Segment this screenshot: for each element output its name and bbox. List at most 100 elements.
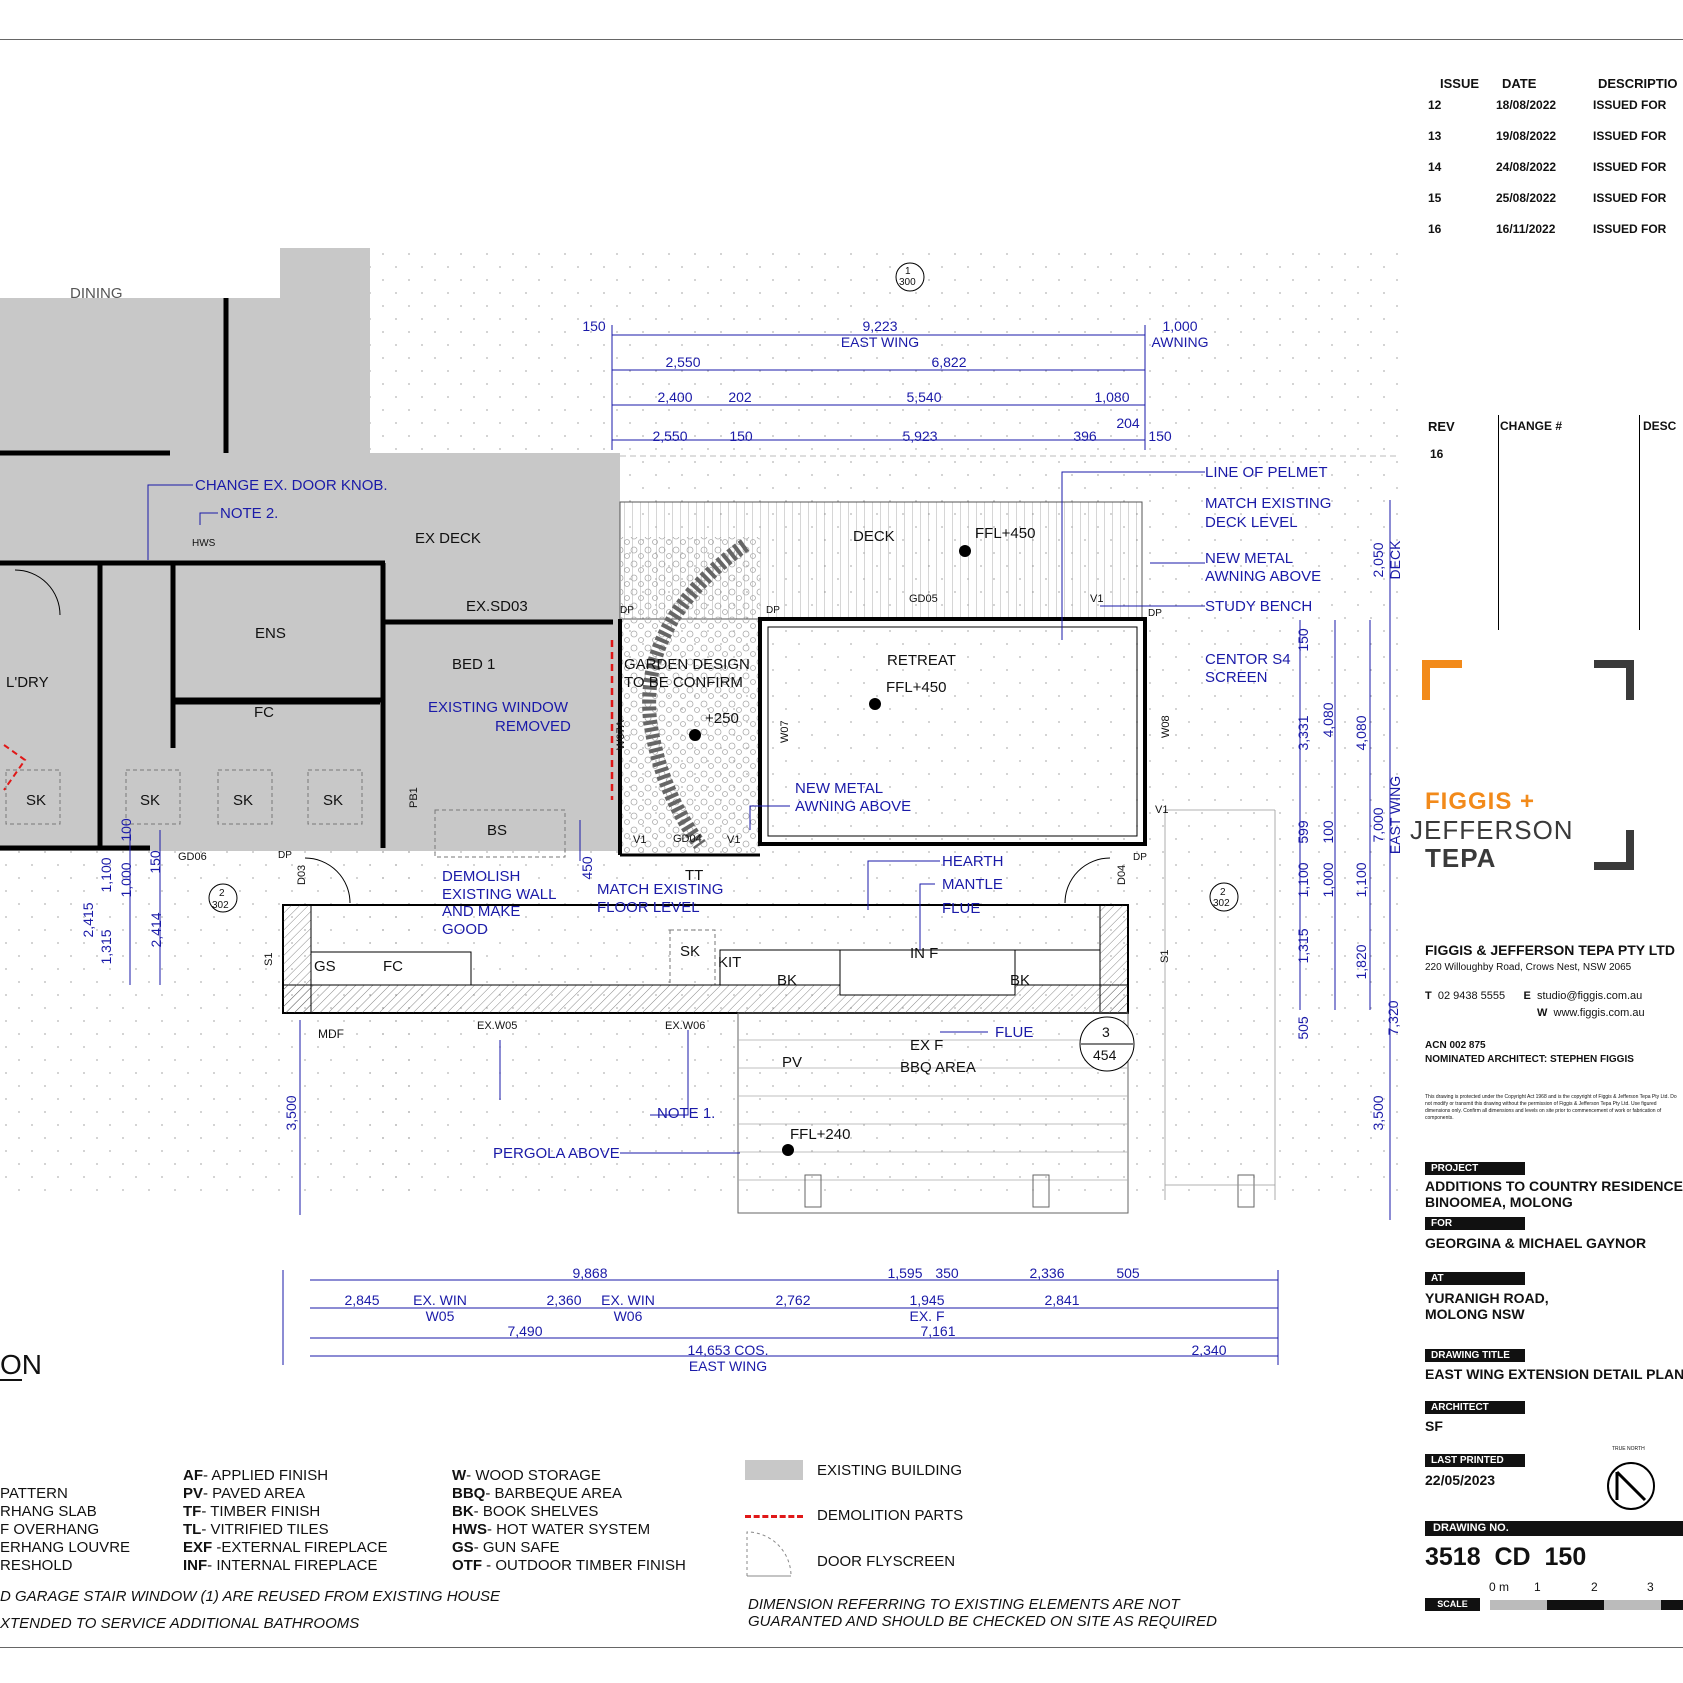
- site-line-2: MOLONG NSW: [1425, 1306, 1525, 1322]
- dim-right-east-wing: EAST WING: [1387, 776, 1403, 854]
- level-markers: [689, 545, 971, 1156]
- client-block: FOR GEORGINA & MICHAEL GAYNOR: [1425, 1213, 1646, 1251]
- tag-ex-w06: EX.W06: [665, 1020, 705, 1032]
- issues-header: DATE: [1502, 76, 1537, 91]
- table-row: 13 19/08/2022 ISSUED FOR: [1428, 129, 1683, 160]
- issue-desc: ISSUED FOR: [1593, 160, 1667, 174]
- room-bed1: BED 1: [452, 656, 495, 673]
- room-kit: KIT: [718, 954, 741, 971]
- dim-right-1100b: 1,100: [1353, 862, 1369, 897]
- project-line-2: BINOOMEA, MOLONG: [1425, 1194, 1573, 1210]
- tag-s1-a: S1: [263, 953, 275, 966]
- tag-dp-4: DP: [1133, 852, 1147, 863]
- dim-bottom-2762: 2,762: [775, 1292, 810, 1308]
- dim-right-505: 505: [1295, 1016, 1311, 1040]
- dim-bottom-east-wing: EAST WING: [689, 1358, 767, 1374]
- demolition-swatch: [745, 1515, 803, 1518]
- change-header: CHANGE #: [1500, 419, 1563, 433]
- table-row: 16 16/11/2022 ISSUED FOR: [1428, 222, 1683, 253]
- dim-left-1315: 1,315: [98, 929, 114, 964]
- phone-label: T: [1425, 990, 1432, 1002]
- dim-right-3331: 3,331: [1295, 715, 1311, 750]
- architect-block: ARCHITECT SF: [1425, 1397, 1525, 1434]
- note-new-awning-1: NEW METAL: [795, 780, 883, 797]
- legend-text: - HOT WATER SYSTEM: [487, 1521, 651, 1538]
- scale-tick-1: 1: [1534, 1580, 1541, 1594]
- issue-date: 24/08/2022: [1496, 160, 1557, 174]
- desc-header: DESC: [1643, 419, 1677, 433]
- note-match-deck-1: MATCH EXISTING: [1205, 495, 1331, 512]
- legend-text: - BARBEQUE AREA: [485, 1485, 623, 1502]
- dim-bottom-1945: 1,945: [909, 1292, 944, 1308]
- legend-code: AF: [183, 1467, 203, 1484]
- dim-left-3500: 3,500: [283, 1095, 299, 1130]
- firm-web: www.figgis.com.au: [1553, 1007, 1645, 1019]
- table-row: 15 25/08/2022 ISSUED FOR: [1428, 191, 1683, 222]
- note-existing-window-2: REMOVED: [495, 718, 571, 735]
- last-printed-value: 22/05/2023: [1425, 1472, 1496, 1488]
- room-pv: PV: [782, 1054, 802, 1071]
- section-2a-top: 2: [219, 888, 225, 899]
- last-printed-block: LAST PRINTED 22/05/2023: [1425, 1450, 1525, 1488]
- label-sk-3: SK: [233, 792, 253, 809]
- tag-d04: D04: [1116, 865, 1128, 885]
- issue-desc: ISSUED FOR: [1593, 222, 1667, 236]
- at-label: AT: [1425, 1272, 1525, 1285]
- dim-bottom-14653: 14,653 COS.: [688, 1342, 769, 1358]
- room-bs: BS: [487, 822, 507, 839]
- section-2b-top: 2: [1220, 887, 1226, 898]
- room-retreat: RETREAT: [887, 652, 956, 669]
- dim-top-396: 396: [1073, 428, 1097, 444]
- dim-right-4080b: 4,080: [1353, 715, 1369, 750]
- dim-top-1080: 1,080: [1094, 389, 1129, 405]
- legend-code: EXF: [183, 1539, 213, 1556]
- label-ex-fireplace: EX F: [910, 1037, 943, 1054]
- legend-text: - VITRIFIED TILES: [201, 1521, 329, 1538]
- plan-title-fragment: ON: [0, 1349, 42, 1380]
- legend-code: GS: [452, 1539, 474, 1556]
- table-row: 12 18/08/2022 ISSUED FOR: [1428, 98, 1683, 129]
- note-pergola: PERGOLA ABOVE: [493, 1145, 620, 1162]
- issue-desc: ISSUED FOR: [1593, 129, 1667, 143]
- tag-v1-a: V1: [1090, 593, 1103, 605]
- issue-desc: ISSUED FOR: [1593, 98, 1667, 112]
- section-markers: [208, 262, 1239, 1072]
- revisions-table: REV CHANGE # DESC 16: [1428, 415, 1683, 630]
- legend-text: - BOOK SHELVES: [473, 1503, 599, 1520]
- legend-text: - APPLIED FINISH: [203, 1467, 329, 1484]
- legend-item: RESHOLD: [0, 1557, 73, 1574]
- dim-right-100: 100: [1320, 820, 1336, 844]
- tag-ex-w05: EX.W05: [477, 1020, 517, 1032]
- firm-phone: 02 9438 5555: [1437, 990, 1506, 1002]
- note-study-bench: STUDY BENCH: [1205, 598, 1312, 615]
- tag-d03: D03: [296, 865, 308, 885]
- firm-acn: ACN 002 875: [1425, 1040, 1486, 1051]
- web-label: W: [1537, 1007, 1548, 1019]
- room-ens: ENS: [255, 625, 286, 642]
- note-mantle: MANTLE: [942, 876, 1003, 893]
- dim-top-202: 202: [728, 389, 752, 405]
- detail-top: 3: [1102, 1024, 1110, 1040]
- copyright-note: This drawing is protected under the Copy…: [1425, 1094, 1677, 1121]
- project-block: PROJECT ADDITIONS TO COUNTRY RESIDENCE B…: [1425, 1158, 1683, 1210]
- label-sk: SK: [680, 943, 700, 960]
- issue-no: 16: [1428, 222, 1442, 236]
- site-line-1: YURANIGH ROAD,: [1425, 1290, 1549, 1306]
- tag-v1-c: V1: [633, 834, 646, 846]
- dim-left-1100: 1,100: [98, 857, 114, 892]
- dim-left-1000: 1,000: [118, 862, 134, 897]
- legend-text: - INTERNAL FIREPLACE: [207, 1557, 378, 1574]
- scale-tick-2: 2: [1591, 1580, 1598, 1594]
- legend-code: TL: [183, 1521, 202, 1538]
- key-door-flyscreen: DOOR FLYSCREEN: [817, 1553, 956, 1570]
- legend-note-right-1: DIMENSION REFERRING TO EXISTING ELEMENTS…: [748, 1596, 1180, 1613]
- label-hws: HWS: [192, 538, 216, 549]
- note-door-knob: CHANGE EX. DOOR KNOB.: [195, 477, 388, 494]
- dim-bottom-7490: 7,490: [507, 1323, 542, 1339]
- section-2b-bottom: 302: [1213, 898, 1230, 909]
- dim-top-2400: 2,400: [657, 389, 692, 405]
- note-awning-right-1: NEW METAL: [1205, 550, 1293, 567]
- room-ex-deck: EX DECK: [415, 530, 481, 547]
- leader-lines: [147, 471, 1205, 1154]
- legend-item: F OVERHANG: [0, 1521, 100, 1538]
